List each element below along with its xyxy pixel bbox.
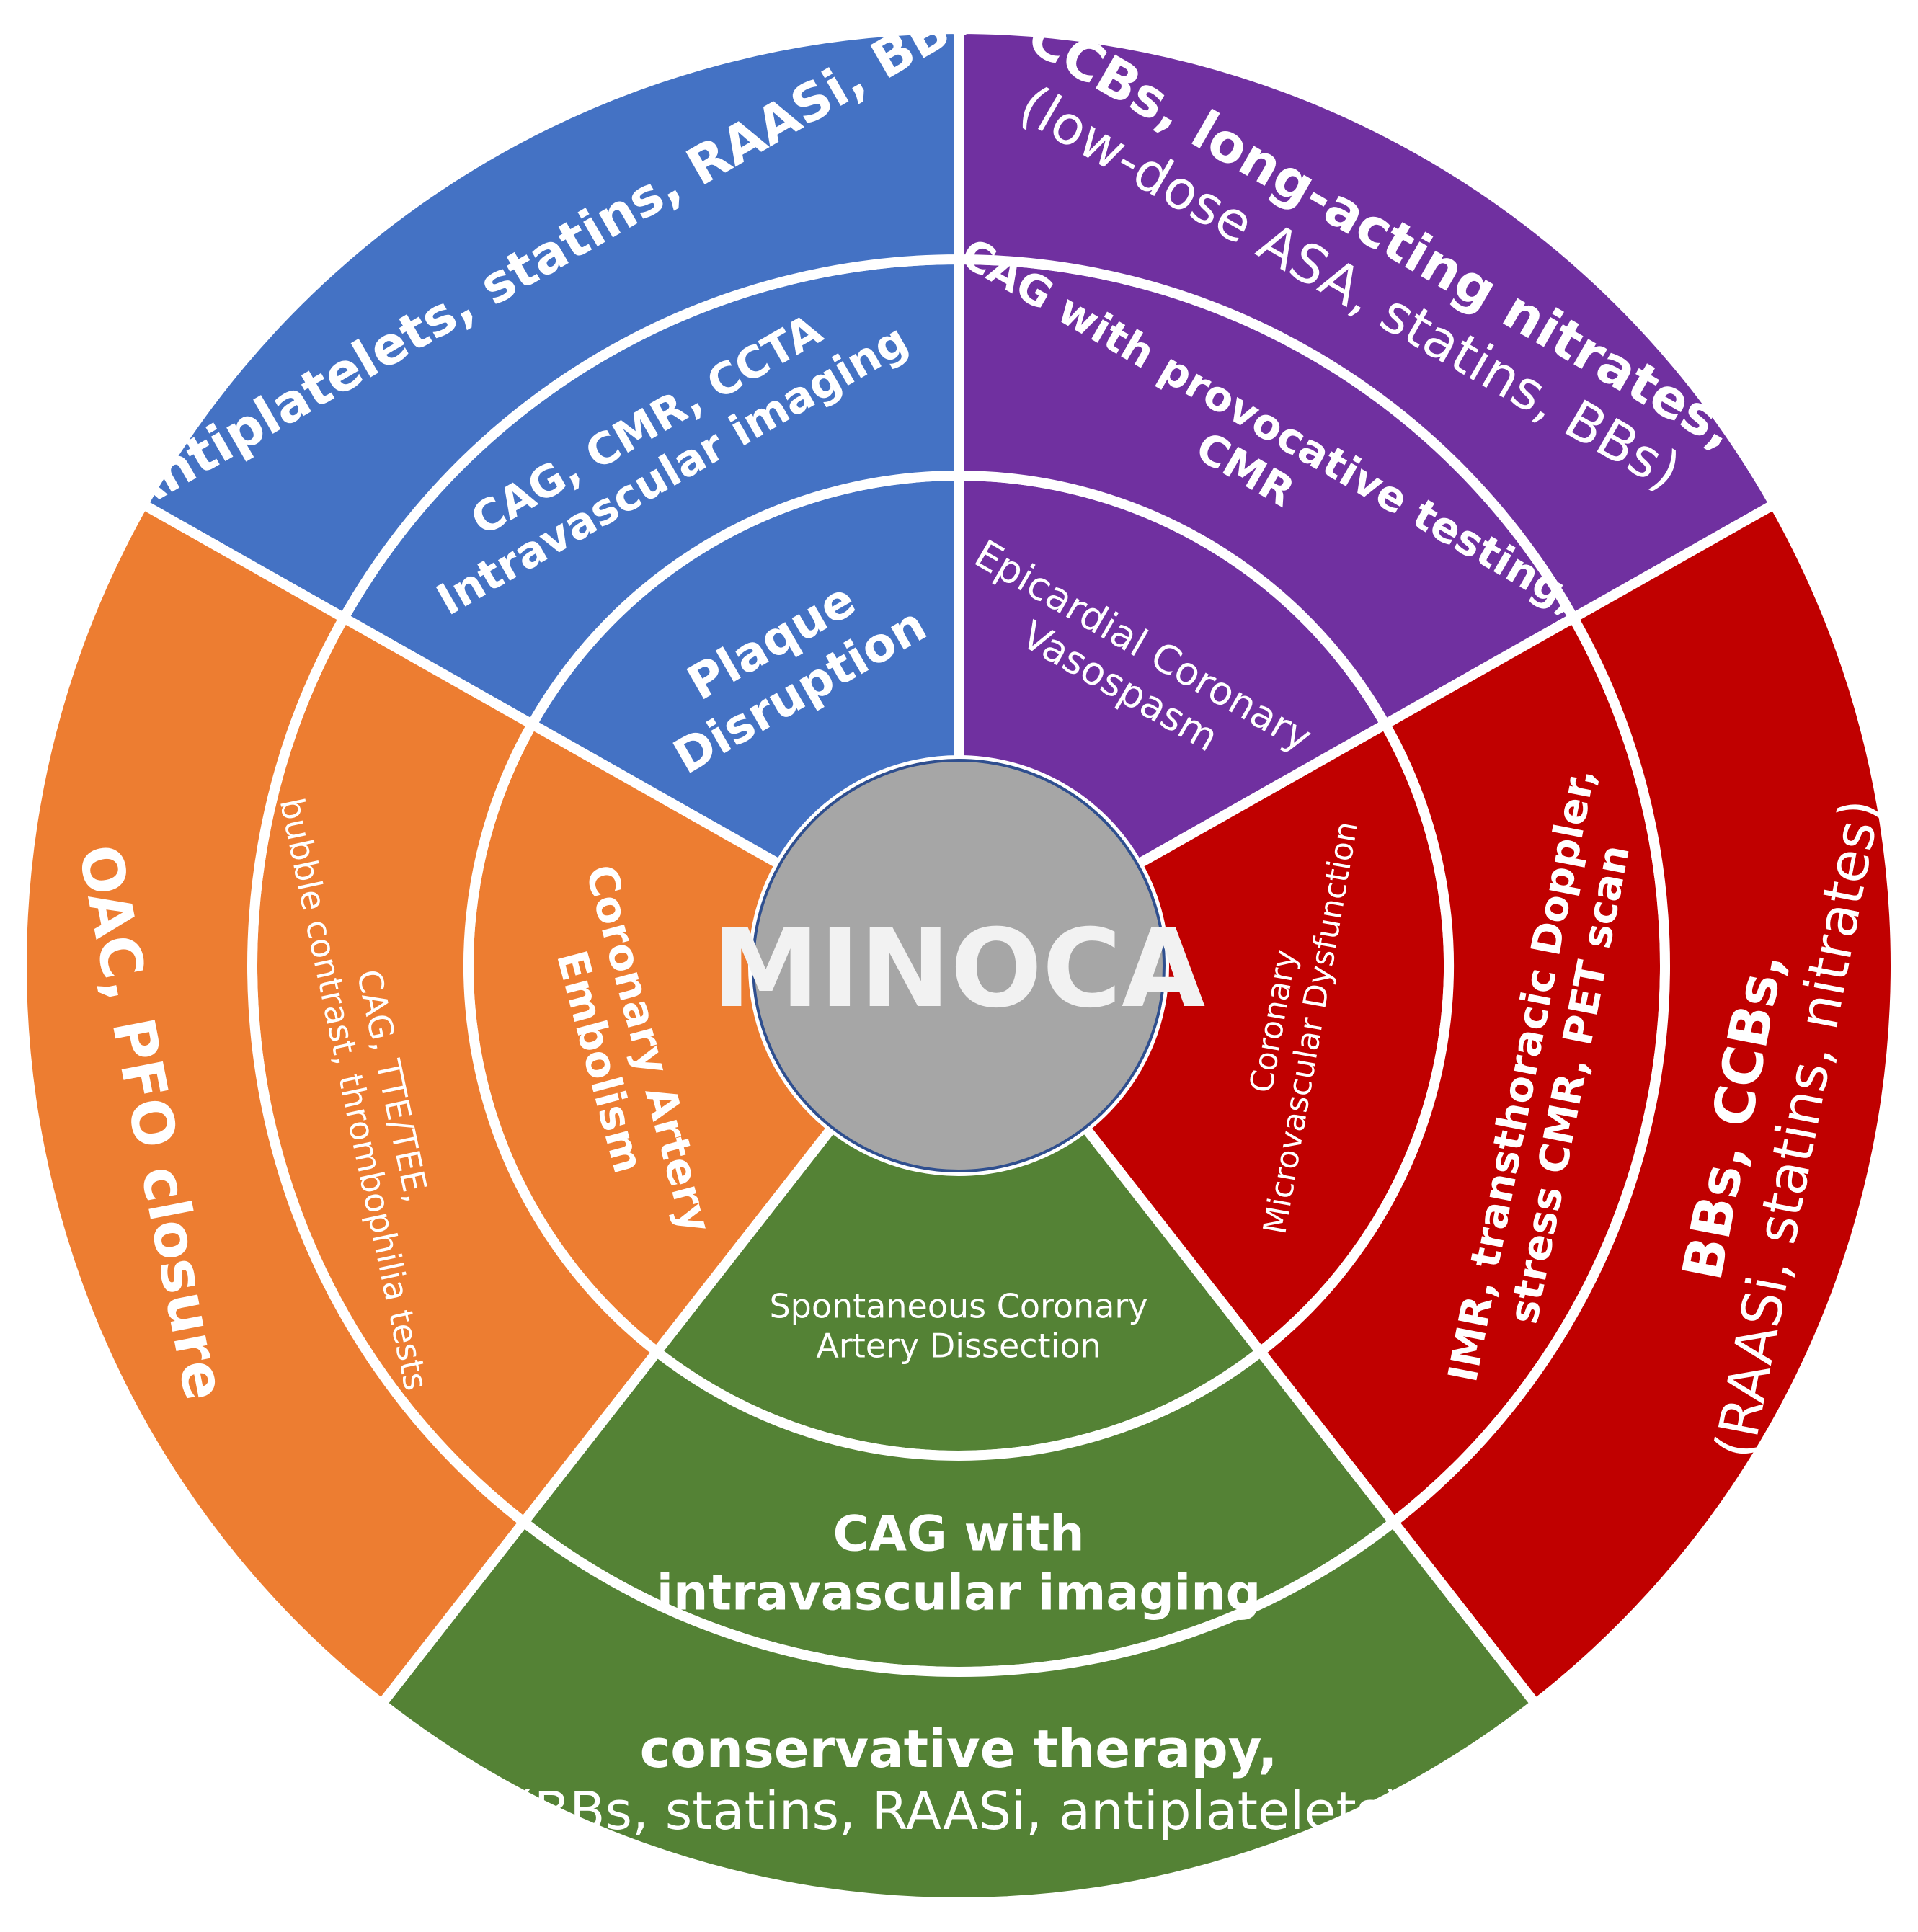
microvascular-outer-segment	[1386, 497, 1901, 1711]
vasospasm-outer-segment	[954, 23, 1782, 625]
dissection-outer-label-line: conservative therapy,	[640, 1719, 1278, 1779]
plaque-outer-segment	[136, 23, 964, 625]
dissection-middle-label-line: intravascular imaging	[657, 1564, 1261, 1621]
dissection-outer-label: conservative therapy,(BBs, statins, RAAS…	[514, 1719, 1404, 1841]
dissection-outer-label-line: (BBs, statins, RAASi, antiplatelets)	[514, 1781, 1404, 1841]
dissection-inner-label-line: Artery Dissection	[816, 1327, 1101, 1366]
sector-layer	[17, 23, 1901, 1907]
embolism-outer-segment	[17, 497, 531, 1711]
dissection-outer-segment	[374, 1515, 1543, 1907]
center-circle	[752, 759, 1166, 1172]
dissection-middle-label-line: CAG with	[833, 1506, 1084, 1563]
dissection-inner-label-line: Spontaneous Coronary	[769, 1286, 1147, 1325]
center-label: MINOCA	[712, 907, 1205, 1032]
